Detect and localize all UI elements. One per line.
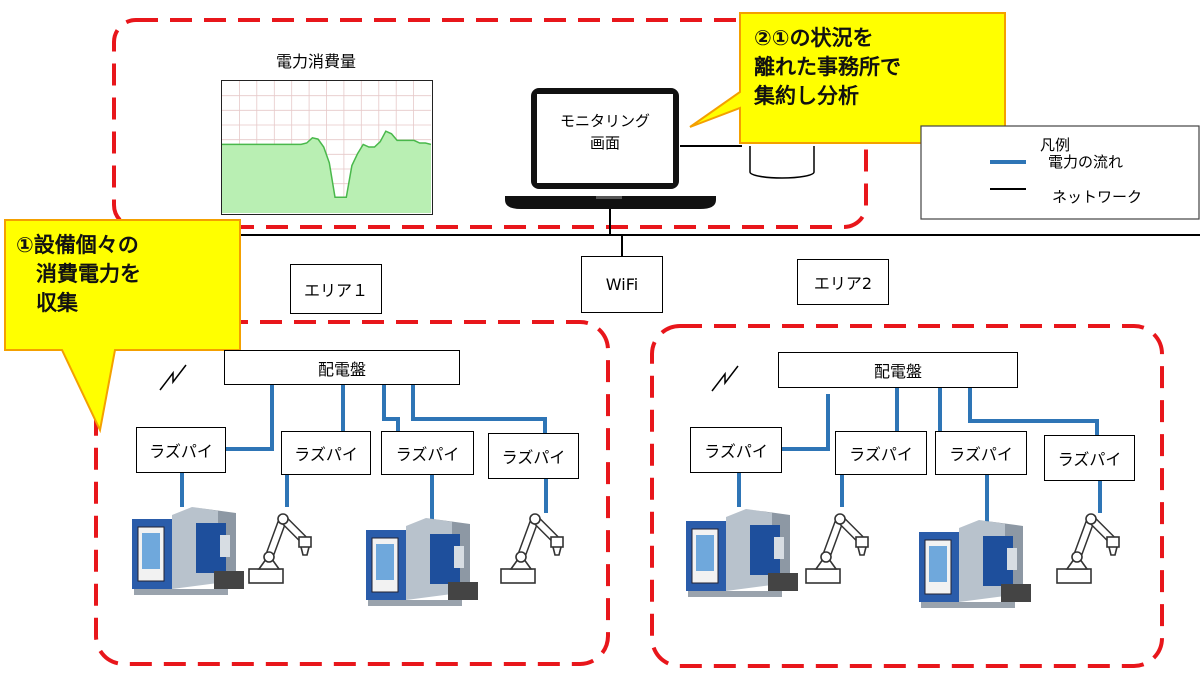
area1-label: エリア１ xyxy=(290,264,382,314)
area2-power-lines xyxy=(737,387,1102,525)
power-chart xyxy=(221,80,433,215)
laptop-screen-label: モニタリング 画面 xyxy=(559,112,650,152)
top-callout-line: 集約し分析 xyxy=(754,84,859,108)
legend-title: 凡例 xyxy=(1040,136,1071,154)
left-callout-line: ①設備個々の xyxy=(16,233,139,257)
wireless-signal-icon xyxy=(711,365,739,392)
robot-arm-icon xyxy=(501,514,563,583)
top-callout-text: ②①の状況を 離れた事務所で 集約し分析 xyxy=(754,24,901,111)
wireless-signal-icon xyxy=(159,364,187,391)
machine-tool-icon xyxy=(918,519,1032,609)
robot-arm-icon xyxy=(249,514,311,583)
raspi-node: ラズパイ xyxy=(1044,435,1135,481)
raspi-node: ラズパイ xyxy=(835,431,927,475)
wifi-access-point: WiFi xyxy=(581,256,663,313)
top-callout-line: ②①の状況を xyxy=(754,26,874,50)
robot-arm-icon xyxy=(806,514,868,583)
chart-area-fill xyxy=(222,131,431,213)
robot-arm-icon xyxy=(1057,514,1119,583)
machine-tool-icon xyxy=(131,506,245,596)
chart-series-line xyxy=(222,130,432,198)
raspi-node: ラズパイ xyxy=(935,431,1027,475)
left-callout-line: 収集 xyxy=(36,291,78,315)
left-callout-shape xyxy=(4,219,241,434)
machine-tool-icon xyxy=(685,508,799,598)
area2-region xyxy=(650,324,1164,668)
legend-power-label: 電力の流れ xyxy=(1048,153,1124,171)
raspi-node: ラズパイ xyxy=(281,431,371,475)
top-callout-shape xyxy=(689,12,1006,144)
raspi-node: ラズパイ xyxy=(381,431,474,475)
legend-network-label: ネットワーク xyxy=(1052,188,1143,206)
power-chart-svg xyxy=(222,81,432,213)
machine-tool-icon xyxy=(365,517,479,607)
raspi-node: ラズパイ xyxy=(690,427,782,473)
area2-distribution-panel: 配電盤 xyxy=(778,352,1018,388)
left-callout-line: 消費電力を xyxy=(36,262,141,286)
area1-distribution-panel: 配電盤 xyxy=(224,350,460,385)
laptop-icon xyxy=(505,88,716,209)
area2-label: エリア2 xyxy=(797,259,889,305)
top-callout-line: 離れた事務所で xyxy=(754,55,901,79)
area1-power-lines xyxy=(180,384,548,523)
raspi-node: ラズパイ xyxy=(488,433,579,479)
legend-box xyxy=(920,125,1200,220)
area1-region xyxy=(94,320,610,666)
database-icon xyxy=(749,146,815,179)
left-callout-text: ①設備個々の 消費電力を 収集 xyxy=(16,231,141,318)
raspi-node: ラズパイ xyxy=(136,427,226,473)
chart-title: 電力消費量 xyxy=(276,52,357,71)
